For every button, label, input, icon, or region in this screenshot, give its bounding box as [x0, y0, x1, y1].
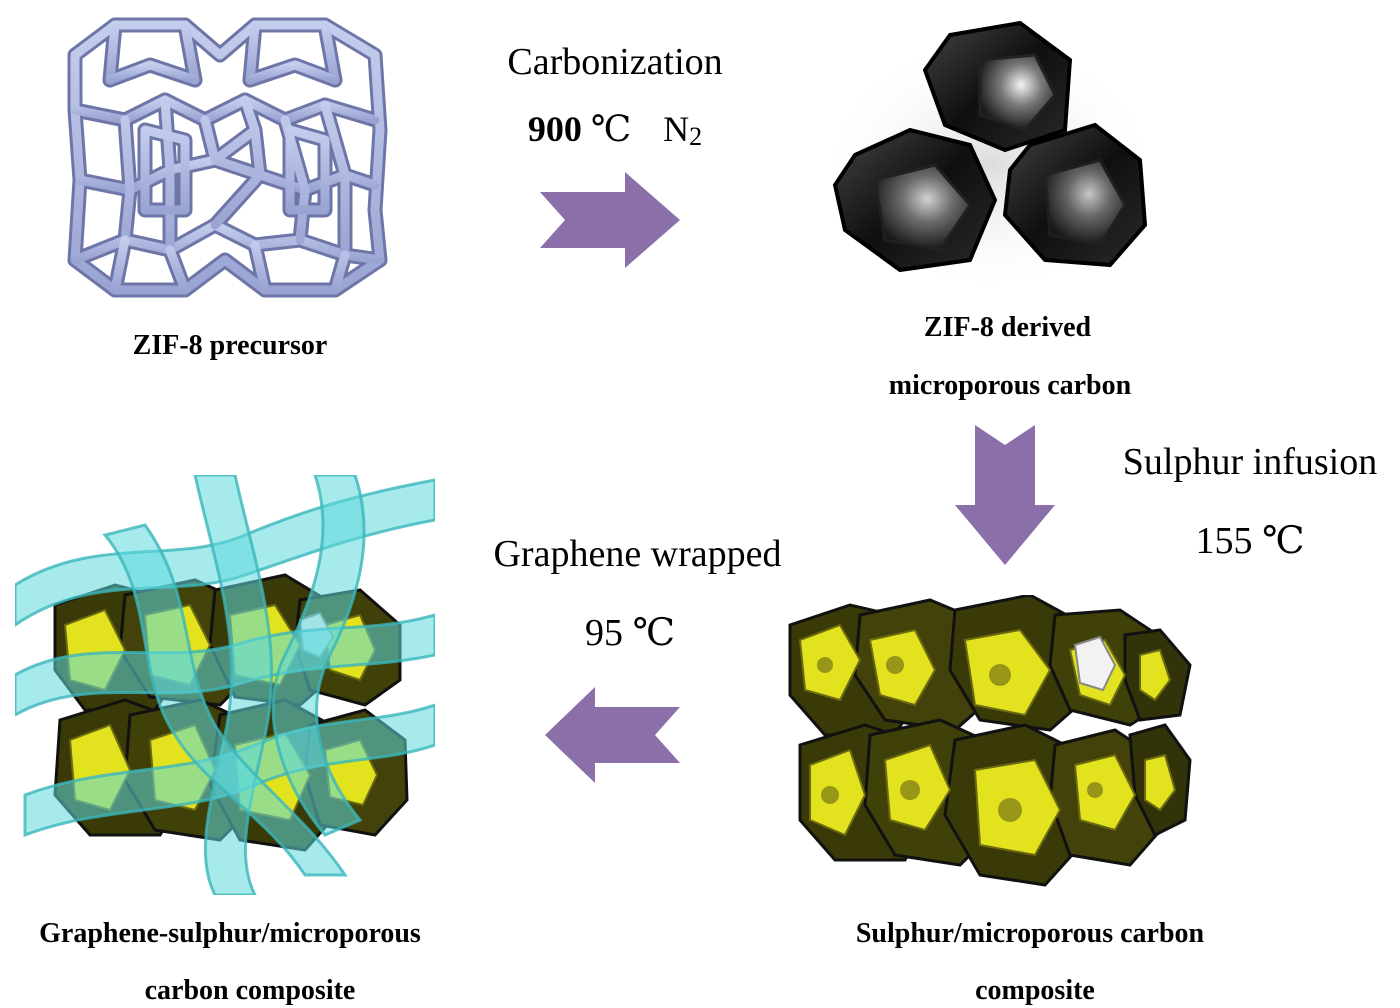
graphene-composite-label-line2: carbon composite: [144, 975, 356, 1006]
carbonization-gas-subscript: 2: [689, 122, 703, 151]
graphene-composite-label-line1: Graphene-sulphur/microporous: [39, 918, 421, 949]
sulphur-composite-label-line2: composite: [975, 975, 1095, 1006]
graphene-wrap-label: Graphene wrapped: [493, 533, 782, 575]
derived-carbon-label-line2: microporous carbon: [888, 370, 1132, 401]
zif8-framework-illustration: [67, 17, 388, 298]
sulphur-infusion-label: Sulphur infusion: [1122, 441, 1378, 483]
arrow-down-icon: [955, 425, 1055, 565]
sulphur-composite-label-line1: Sulphur/microporous carbon: [855, 918, 1205, 949]
carbonization-label: Carbonization: [507, 41, 723, 83]
sulphur-infusion-temp: 155 ℃: [1195, 520, 1305, 562]
arrow-left-icon: [545, 687, 680, 783]
carbonization-temp-value: 900: [527, 109, 582, 149]
carbonization-conditions: 900 ℃ N2: [460, 108, 770, 151]
precursor-label: ZIF-8 precursor: [132, 330, 328, 361]
sulphur-composite-illustration: [788, 595, 1192, 887]
carbonization-gas: N: [663, 109, 690, 149]
arrow-right-icon: [540, 172, 680, 268]
graphene-composite-illustration: [15, 475, 435, 895]
graphene-wrap-temp: 95 ℃: [584, 612, 675, 654]
carbon-polyhedra-illustration: [820, 20, 1160, 295]
derived-carbon-label-line1: ZIF-8 derived: [923, 312, 1092, 343]
carbonization-temp-unit: ℃: [590, 109, 632, 149]
